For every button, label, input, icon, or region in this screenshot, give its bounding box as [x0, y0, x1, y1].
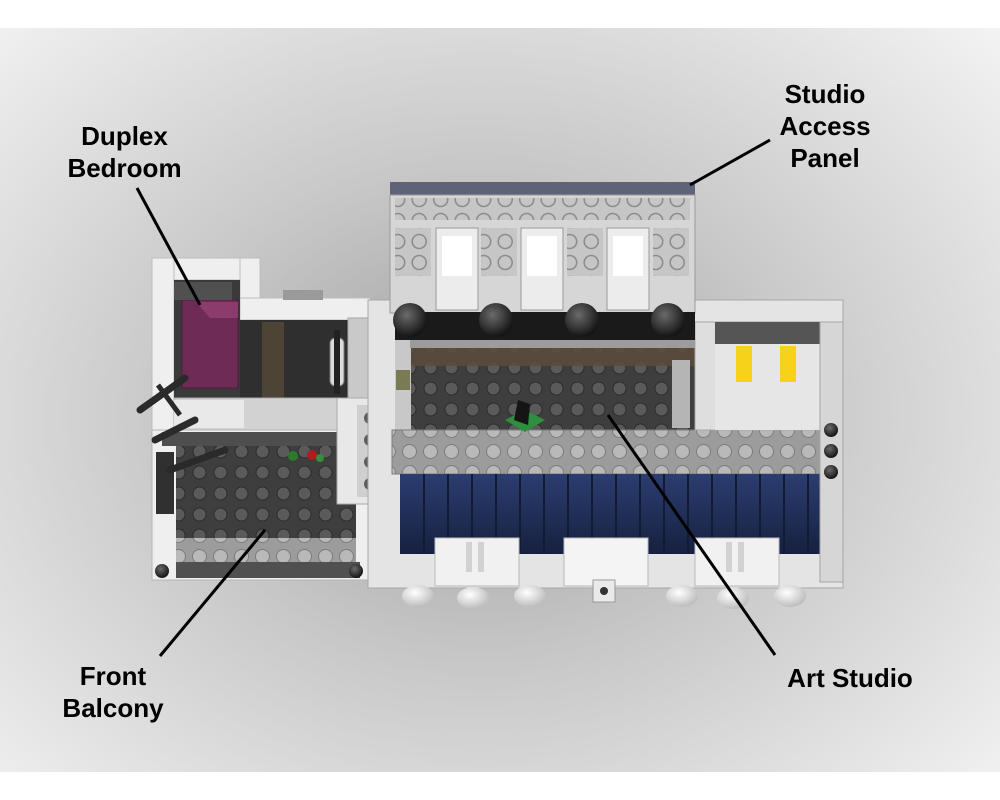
- leader-line-art-studio: [606, 414, 777, 656]
- leader-line-front-balcony: [158, 529, 267, 657]
- leader-line-studio-access-panel: [689, 138, 771, 187]
- front-edge-studs: [402, 579, 806, 609]
- label-art-studio: Art Studio: [787, 663, 913, 693]
- label-studio-access-panel: Studio Access Panel: [779, 79, 871, 173]
- label-front-balcony: Front Balcony: [62, 661, 164, 723]
- label-duplex-bedroom: Duplex Bedroom: [67, 121, 182, 183]
- studio-access-panel: [389, 182, 696, 348]
- leader-line-duplex-bedroom: [135, 187, 202, 306]
- hinge-knob: [393, 303, 427, 337]
